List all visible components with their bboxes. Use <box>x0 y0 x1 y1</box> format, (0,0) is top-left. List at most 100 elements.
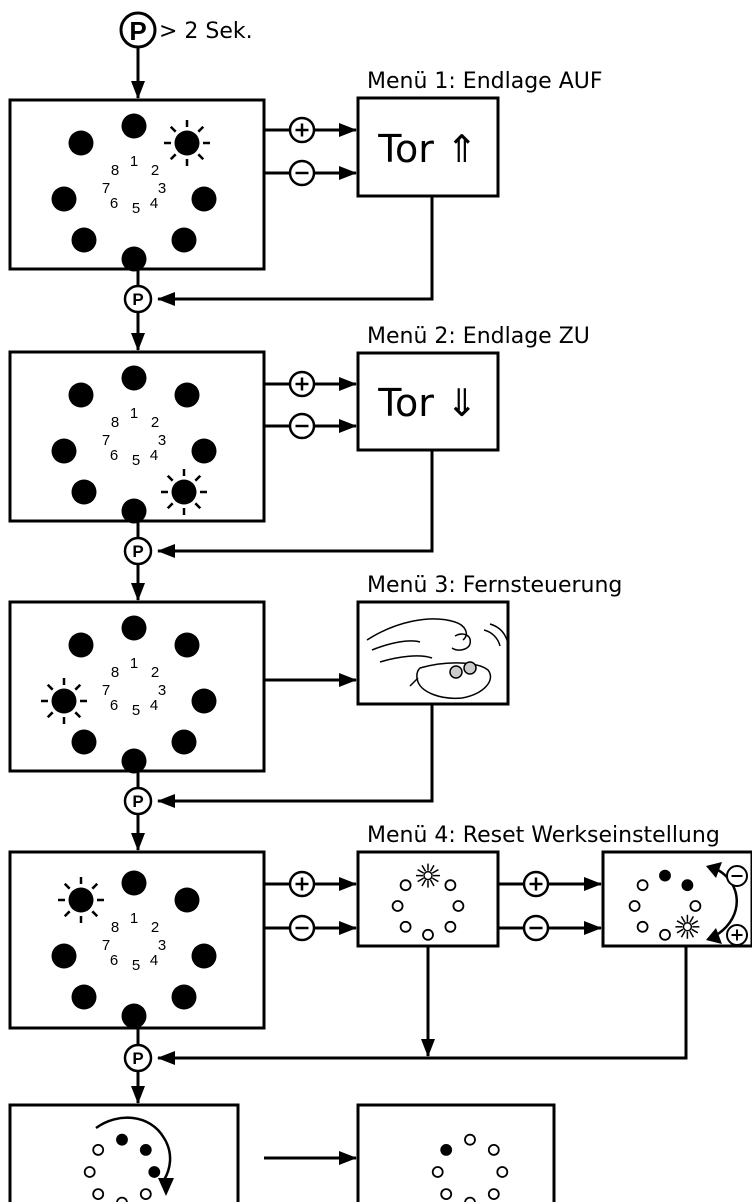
menu-2-led-8-icon <box>68 382 94 408</box>
menu-2-led-number-3: 3 <box>158 432 166 449</box>
start-hold-label: > 2 Sek. <box>159 19 253 44</box>
menu-4-plus-icon <box>288 870 316 898</box>
reset-confirm-led-1-icon <box>659 869 671 882</box>
menu-4-minus-icon <box>288 914 316 942</box>
final-led-panel <box>356 1103 556 1202</box>
menu-2-led-4-blinking-icon <box>161 469 207 515</box>
p-button-icon-3: P <box>123 786 153 816</box>
menu-4-led-1-icon <box>121 870 147 896</box>
start-p-button: P <box>119 11 157 49</box>
reset-confirm-led-4-blinking-icon <box>675 914 700 939</box>
menu-2-led-2-icon <box>174 382 200 408</box>
p-button-icon-1: P <box>123 284 153 314</box>
reset-start-led-2-icon <box>444 879 457 892</box>
menu-1-led-2-blinking-icon <box>164 120 210 166</box>
menu-1-led-8-icon <box>68 130 94 156</box>
return-arrow <box>157 450 434 558</box>
menu-1-led-number-6: 6 <box>110 195 118 212</box>
menu-3-led-number-3: 3 <box>158 682 166 699</box>
menu-3-led-number-6: 6 <box>110 697 118 714</box>
menu-3-led-1-icon <box>121 615 147 641</box>
menu-4-led-number-1: 1 <box>130 910 138 927</box>
menu-2-led-number-8: 8 <box>111 414 119 431</box>
menu-1-led-1-icon <box>121 113 147 139</box>
menu-4-led-number-8: 8 <box>111 919 119 936</box>
menu-1-led-number-8: 8 <box>111 162 119 179</box>
menu-1-led-number-3: 3 <box>158 180 166 197</box>
reset-confirm-led-5-icon <box>659 928 671 941</box>
menu-3-title: Menü 3: Fernsteuerung <box>367 573 622 598</box>
running-led-3-icon <box>148 1166 161 1178</box>
menu-4-confirm-plus-icon <box>522 870 550 898</box>
reset-confirm-led-2-icon <box>681 879 694 892</box>
reset-confirm-led-6-icon <box>636 920 649 933</box>
menu-4-led-number-2: 2 <box>151 919 159 936</box>
running-led-7-icon <box>83 1166 96 1178</box>
menu-3-led-8-icon <box>68 632 94 658</box>
menu-4-led-5-icon <box>121 1003 147 1029</box>
menu-1-led-4-icon <box>171 227 197 253</box>
svg-text:P: P <box>132 290 143 309</box>
rotation-arrowhead-icon <box>706 862 722 878</box>
menu-1-led-7-icon <box>51 186 77 212</box>
menu-2-led-1-icon <box>121 365 147 391</box>
menu-2-result-text: Tor ⇓ <box>377 381 478 425</box>
menu-3-led-2-icon <box>174 632 200 658</box>
menu-4-reset-confirm-box <box>601 850 752 948</box>
svg-text:P: P <box>132 1049 143 1068</box>
rotation-minus-icon <box>726 865 748 887</box>
menu-4-confirm-minus-icon <box>522 914 550 942</box>
reset-start-led-7-icon <box>391 900 404 912</box>
final-led-4-icon <box>487 1188 500 1200</box>
running-led-4-icon <box>139 1188 152 1200</box>
menu-4-led-8-blinking-icon <box>58 877 104 923</box>
menu-4-led-number-3: 3 <box>158 937 166 954</box>
running-led-panel <box>8 1103 240 1202</box>
menu-1-led-5-icon <box>121 246 147 272</box>
final-led-6-icon <box>440 1188 453 1200</box>
svg-text:P: P <box>132 792 143 811</box>
remote-control-hand-icon <box>366 618 509 700</box>
menu-4-title: Menü 4: Reset Werkseinstellung <box>367 823 720 848</box>
running-led-5-icon <box>116 1196 128 1202</box>
rotation-plus-icon <box>726 924 748 946</box>
menu-2-title: Menü 2: Endlage ZU <box>367 324 590 349</box>
menu-2-led-number-2: 2 <box>151 414 159 431</box>
menu-2-led-7-icon <box>51 438 77 464</box>
menu-3-led-3-icon <box>191 688 217 714</box>
reset-start-led-1-blinking-icon <box>416 863 440 888</box>
rotation-arrowhead-icon <box>706 928 722 944</box>
final-led-8-icon <box>440 1144 453 1156</box>
menu-2-minus-icon <box>288 412 316 440</box>
reset-start-led-6-icon <box>399 920 412 933</box>
return-arrow <box>157 704 434 808</box>
menu-4-led-2-icon <box>174 887 200 913</box>
reset-start-led-8-icon <box>399 879 412 892</box>
menu-1-plus-icon <box>288 116 316 144</box>
running-led-2-icon <box>139 1144 152 1156</box>
menu-1-led-number-5: 5 <box>132 200 140 217</box>
menu-3-led-4-icon <box>171 729 197 755</box>
menu-1-led-3-icon <box>191 186 217 212</box>
running-led-1-icon <box>116 1133 128 1146</box>
menu-2-led-3-icon <box>191 438 217 464</box>
menu-2-led-number-1: 1 <box>130 405 138 422</box>
running-light-arrow-icon <box>95 1116 172 1181</box>
menu-4-led-number-5: 5 <box>132 957 140 974</box>
menu-3-led-number-1: 1 <box>130 655 138 672</box>
final-led-3-icon <box>496 1166 509 1178</box>
menu-3-led-number-7: 7 <box>102 682 110 699</box>
final-led-5-icon <box>464 1196 476 1202</box>
menu-3-led-5-icon <box>121 748 147 774</box>
menu-2-plus-icon <box>288 370 316 398</box>
menu-2-led-5-icon <box>121 498 147 524</box>
menu-1-led-number-4: 4 <box>150 195 158 212</box>
menu-2-led-number-4: 4 <box>150 447 158 464</box>
final-led-7-icon <box>431 1166 444 1178</box>
menu-1-led-number-1: 1 <box>130 153 138 170</box>
p-button-icon-2: P <box>123 536 153 566</box>
menu-2-led-number-7: 7 <box>102 432 110 449</box>
svg-text:P: P <box>129 16 146 46</box>
final-led-2-icon <box>487 1144 500 1156</box>
